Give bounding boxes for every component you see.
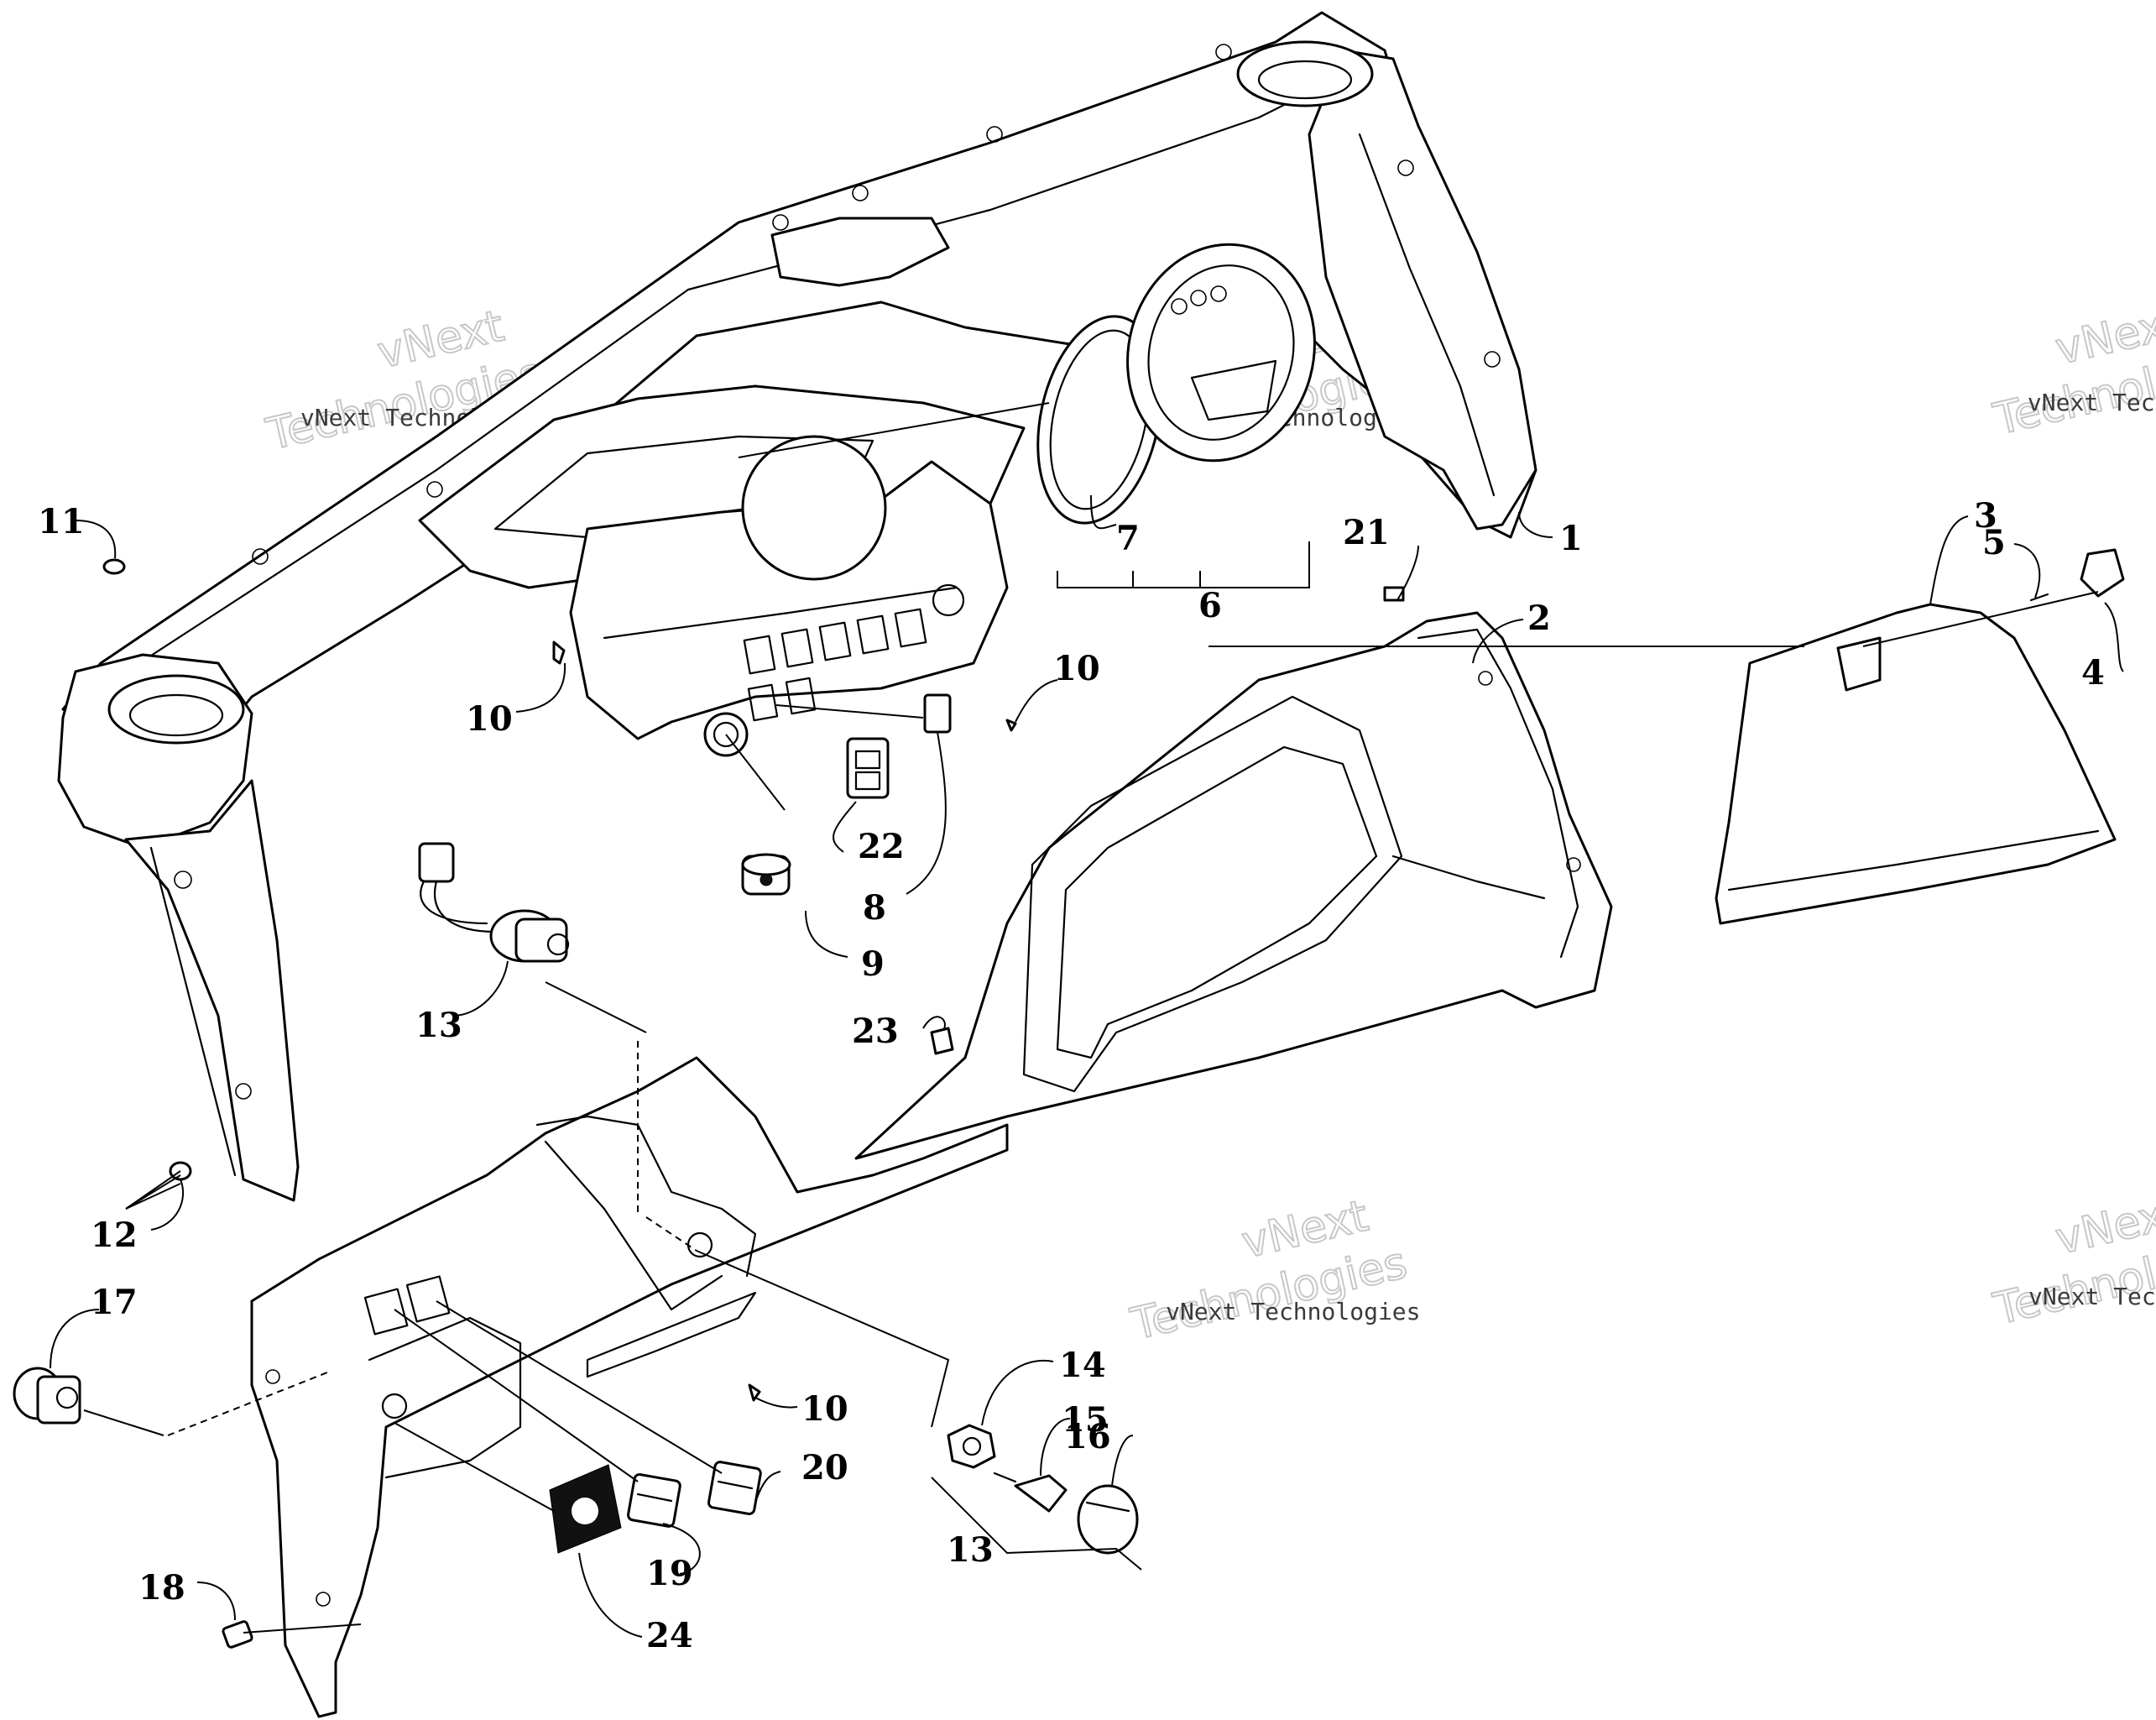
lower-dash-right bbox=[854, 611, 1613, 1160]
callout-14: 14 bbox=[1059, 1346, 1106, 1385]
watermark-text: vNext Technologies bbox=[1166, 1298, 1420, 1325]
callout-10: 10 bbox=[801, 1389, 848, 1429]
decal-plate bbox=[549, 1464, 622, 1554]
callout-1: 1 bbox=[1559, 519, 1583, 558]
clip bbox=[222, 1620, 253, 1649]
nut bbox=[947, 1424, 996, 1469]
callout-3: 3 bbox=[1974, 496, 1997, 536]
callout-10: 10 bbox=[466, 699, 513, 739]
switch-openings bbox=[743, 608, 927, 722]
callout-5: 5 bbox=[1982, 523, 2006, 562]
callout-6: 6 bbox=[1198, 586, 1222, 625]
callout-13: 13 bbox=[415, 1006, 462, 1045]
callout-4: 4 bbox=[2081, 653, 2105, 693]
callout-9: 9 bbox=[861, 944, 885, 984]
rocker-switch-19 bbox=[627, 1472, 681, 1528]
fasteners bbox=[102, 558, 1405, 1402]
callout-22: 22 bbox=[858, 827, 905, 866]
rocker-switch bbox=[846, 737, 890, 799]
watermark-text: vNext Technologies bbox=[2028, 389, 2156, 416]
callout-8: 8 bbox=[863, 888, 886, 928]
leader-lines bbox=[50, 402, 2124, 1638]
callout-23: 23 bbox=[852, 1012, 899, 1051]
callout-11: 11 bbox=[38, 502, 85, 541]
callout-13: 13 bbox=[947, 1530, 994, 1570]
callout-17: 17 bbox=[91, 1283, 138, 1322]
rocker-switch-20 bbox=[707, 1461, 762, 1515]
ignition-switch bbox=[418, 842, 570, 963]
callout-20: 20 bbox=[801, 1448, 848, 1487]
callout-10: 10 bbox=[1053, 649, 1100, 688]
power-outlet bbox=[741, 853, 791, 896]
callout-19: 19 bbox=[646, 1554, 693, 1593]
callout-16: 16 bbox=[1064, 1417, 1111, 1456]
key-switch bbox=[13, 1367, 81, 1425]
callout-12: 12 bbox=[91, 1216, 138, 1255]
gauge-assembly bbox=[1036, 243, 1316, 525]
knob bbox=[1077, 1484, 1139, 1555]
callout-7: 7 bbox=[1116, 519, 1140, 558]
latch-parts bbox=[2029, 548, 2125, 602]
glove-box-door bbox=[1715, 603, 2117, 925]
upper-dash-panel bbox=[57, 11, 1537, 1202]
key bbox=[993, 1472, 1068, 1513]
lower-dash-left bbox=[250, 1056, 1009, 1718]
callout-numbers: 1 2 3 4 5 6 7 8 9 10 10 10 11 12 13 13 1… bbox=[38, 496, 2105, 1655]
callout-15: 15 bbox=[1062, 1400, 1109, 1440]
callout-24: 24 bbox=[646, 1616, 693, 1655]
callout-18: 18 bbox=[138, 1568, 185, 1608]
watermark-text: vNext Technologies bbox=[2028, 1283, 2156, 1310]
blanking-plug bbox=[923, 693, 952, 734]
callout-21: 21 bbox=[1343, 513, 1390, 552]
callout-2: 2 bbox=[1527, 599, 1551, 638]
